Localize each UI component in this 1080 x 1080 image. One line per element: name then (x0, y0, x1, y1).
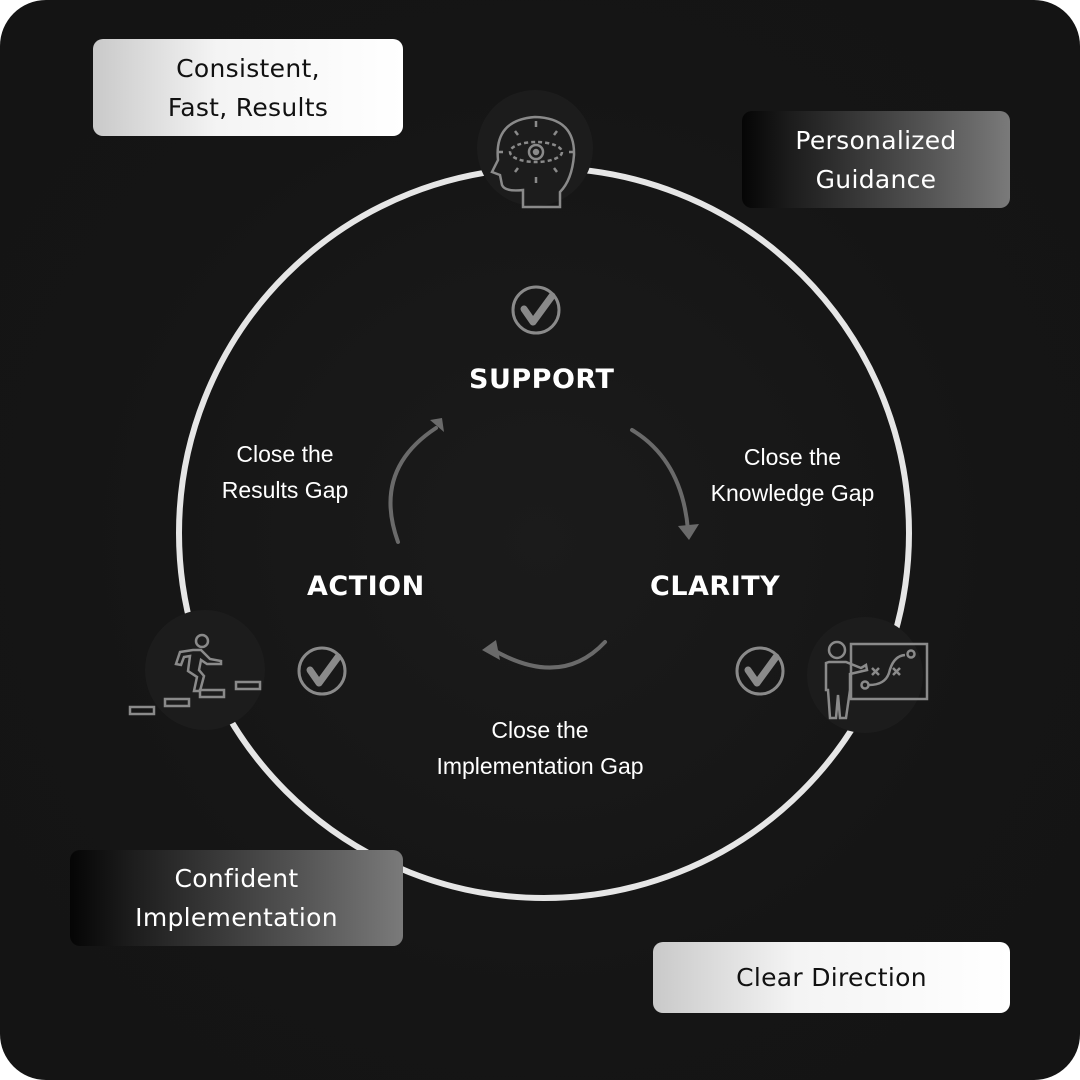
gap-line: Knowledge Gap (710, 480, 875, 506)
arrow-clarity-to-action (488, 640, 607, 670)
gap-line: Close the (743, 444, 842, 470)
outcome-line: Fast, Results (167, 92, 329, 122)
presenter-strategy-board-icon (824, 640, 929, 720)
stage-clarity: CLARITY (650, 571, 781, 602)
outcome-line: Implementation (135, 903, 338, 932)
stage-support: SUPPORT (469, 364, 615, 395)
gap-label-results: Close the Results Gap (200, 436, 370, 508)
arrow-support-to-clarity (630, 428, 690, 532)
cycle-ring (176, 165, 912, 901)
climbing-stairs-icon (128, 633, 262, 716)
stage-action: ACTION (307, 571, 425, 602)
gap-line: Close the (236, 441, 334, 467)
gap-label-implementation: Close the Implementation Gap (410, 712, 670, 784)
gap-label-knowledge: Close the Knowledge Gap (690, 439, 895, 511)
head-eye-icon (490, 115, 576, 209)
outcome-line: Clear Direction (736, 963, 927, 992)
outcome-line: Guidance (815, 164, 937, 194)
gap-line: Close the (491, 717, 589, 743)
check-circle-icon (735, 646, 785, 696)
outcome-line: Consistent, (176, 53, 320, 83)
outcome-bottom-right: Clear Direction (653, 942, 1010, 1013)
outcome-line: Confident (174, 864, 299, 893)
arrow-action-to-support (388, 426, 438, 544)
check-circle-icon (297, 646, 347, 696)
check-circle-icon (511, 285, 561, 335)
gap-line: Implementation Gap (436, 753, 644, 779)
outcome-top-left: Consistent, Fast, Results (93, 39, 403, 136)
gap-line: Results Gap (221, 477, 349, 503)
outcome-line: Personalized (795, 125, 957, 155)
